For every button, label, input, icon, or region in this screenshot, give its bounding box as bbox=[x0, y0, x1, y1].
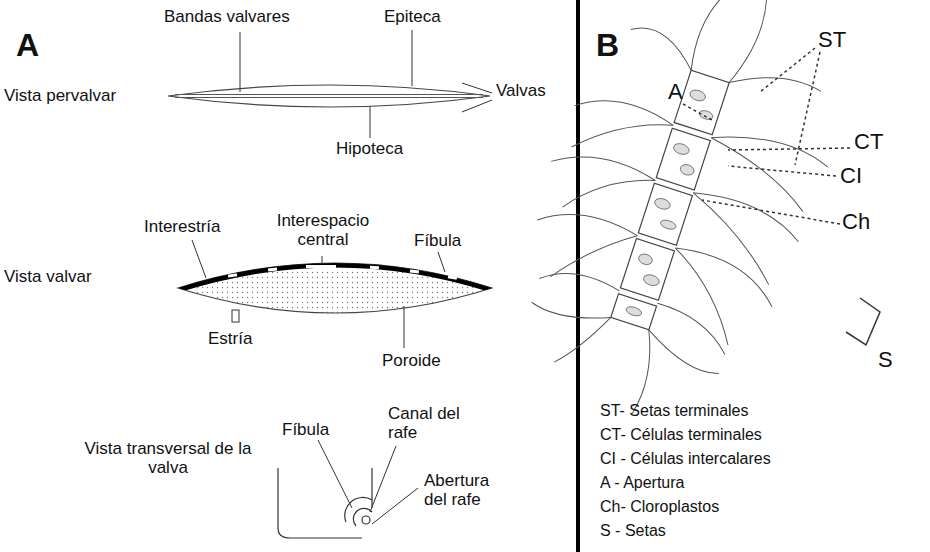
view-label: Vista pervalvar bbox=[4, 87, 116, 106]
part-label: Fíbula bbox=[414, 232, 461, 251]
part-label: Poroide bbox=[382, 352, 441, 371]
callout-letter: S bbox=[878, 348, 893, 372]
callout-letter: A bbox=[668, 80, 683, 104]
part-label: Canal del rafe bbox=[388, 405, 464, 442]
part-label: Valvas bbox=[496, 82, 546, 101]
key-line: CI - Células intercalares bbox=[600, 450, 771, 468]
chaetoceros-chain bbox=[485, 0, 871, 448]
key-line: A - Apertura bbox=[600, 474, 685, 492]
setae-bracket bbox=[846, 298, 880, 345]
view-label: Vista transversal de la valva bbox=[78, 440, 258, 477]
part-label: Bandas valvares bbox=[164, 8, 290, 27]
panel-letter: B bbox=[596, 28, 619, 63]
part-label: Hipoteca bbox=[336, 140, 403, 159]
part-label: Interestría bbox=[144, 218, 221, 237]
key-line: Ch- Cloroplastos bbox=[600, 498, 719, 516]
part-label: Epiteca bbox=[384, 8, 441, 27]
callout-letter: CT bbox=[854, 130, 883, 154]
part-label: Interespacio central bbox=[262, 212, 384, 249]
callout-letter: CI bbox=[840, 164, 862, 188]
key-line: CT- Células terminales bbox=[600, 426, 762, 444]
panel-letter: A bbox=[16, 28, 39, 63]
view-label: Vista valvar bbox=[4, 268, 92, 287]
callout-letter: ST bbox=[818, 28, 846, 52]
leader-lines bbox=[683, 48, 850, 224]
callout-letter: Ch bbox=[842, 210, 870, 234]
part-label: Fíbula bbox=[282, 421, 329, 440]
valvar-view bbox=[178, 240, 492, 348]
pervalvar-view bbox=[168, 30, 492, 138]
part-label: Estría bbox=[208, 330, 252, 349]
key-line: ST- Setas terminales bbox=[600, 402, 749, 420]
part-label: Abertura del rafe bbox=[424, 472, 514, 509]
panel-divider bbox=[576, 0, 580, 552]
transverse-view bbox=[278, 440, 418, 538]
key-line: S - Setas bbox=[600, 522, 666, 540]
